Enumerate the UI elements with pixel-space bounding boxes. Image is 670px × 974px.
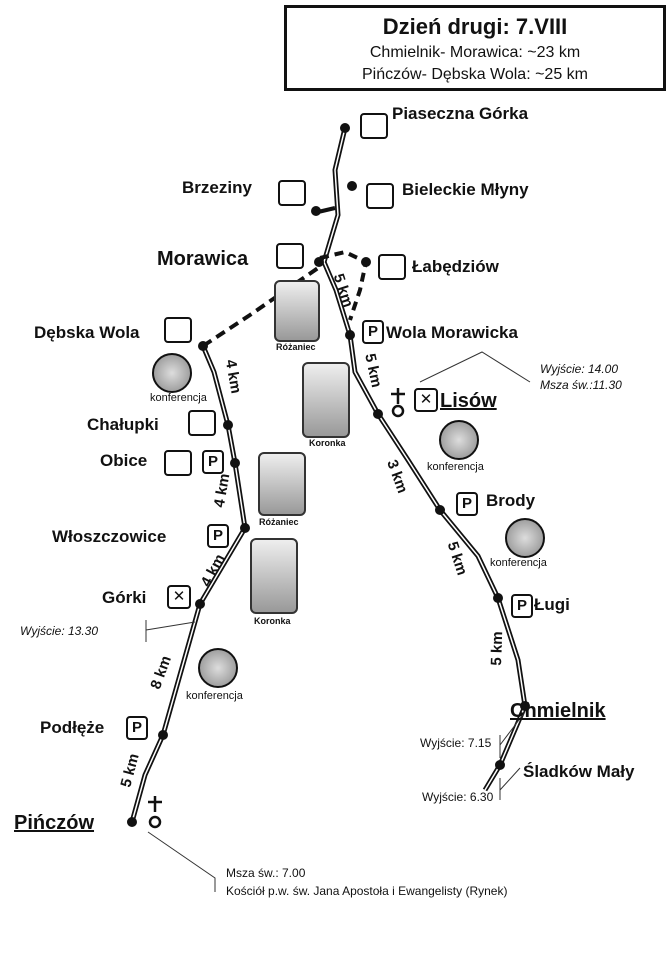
- church-icon: [148, 388, 405, 829]
- place-label: Dębska Wola: [34, 323, 140, 342]
- cutlery-icon: ✕: [414, 388, 438, 412]
- pinczow-church: Kościół p.w. św. Jana Apostoła i Ewangel…: [226, 884, 508, 898]
- hotel-icon: [164, 450, 192, 476]
- gorki-departure: Wyjście: 13.30: [20, 624, 99, 638]
- place-label: Brzeziny: [182, 178, 252, 197]
- place-label: Brody: [486, 491, 536, 510]
- place-label: Morawica: [157, 248, 249, 270]
- route-distance-1: Chmielnik- Morawica: ~23 km: [369, 44, 581, 61]
- place-label: Obice: [100, 451, 148, 470]
- megaphone-icon: [439, 420, 479, 460]
- rozaniec-caption: Różaniec: [259, 517, 299, 527]
- distance-label: 5 km: [488, 631, 507, 666]
- hotel-icon: [360, 113, 388, 139]
- hotel-icon: [366, 183, 394, 209]
- route-north: [321, 127, 348, 263]
- hotel-icon: [378, 254, 406, 280]
- parking-icon: P: [202, 450, 224, 474]
- lisow-mass: Msza św.:11.30: [540, 378, 622, 392]
- day-title: Dzień drugi: 7.VIII: [382, 14, 568, 39]
- parking-icon: P: [207, 524, 229, 548]
- konferencja-label: konferencja: [490, 557, 547, 569]
- koronka-caption: Koronka: [309, 438, 346, 448]
- rozaniec-caption: Różaniec: [276, 342, 316, 352]
- konferencja-label: konferencja: [150, 392, 207, 404]
- koronka-caption: Koronka: [254, 616, 291, 626]
- megaphone-icon: [152, 353, 192, 393]
- route-info-box: Dzień drugi: 7.VIII Chmielnik- Morawica:…: [284, 5, 666, 91]
- place-label: Łabędziów: [412, 257, 499, 276]
- megaphone-icon: [505, 518, 545, 558]
- sladkow-departure: Wyjście: 6.30: [422, 790, 494, 804]
- route-distance-2: Pińczów- Dębska Wola: ~25 km: [361, 66, 588, 83]
- parking-icon: P: [126, 716, 148, 740]
- parking-icon: P: [456, 492, 478, 516]
- place-label: Chałupki: [87, 415, 159, 434]
- place-label: Śladków Mały: [523, 762, 635, 781]
- parking-icon: P: [511, 594, 533, 618]
- konferencja-label: konferencja: [427, 461, 484, 473]
- place-label: Chmielnik: [510, 700, 606, 722]
- place-label: Pińczów: [14, 812, 95, 834]
- hotel-icon: [276, 243, 304, 269]
- chmielnik-departure: Wyjście: 7.15: [420, 736, 492, 750]
- hotel-icon: [278, 180, 306, 206]
- place-label: Górki: [102, 588, 147, 607]
- place-label: Włoszczowice: [52, 527, 167, 546]
- dashed-debska-morawica: [201, 266, 320, 348]
- megaphone-icon: [198, 648, 238, 688]
- koronka-image: [302, 362, 350, 438]
- cutlery-icon: ✕: [167, 585, 191, 609]
- koronka-image: [250, 538, 298, 614]
- place-label: Lisów: [440, 390, 497, 412]
- lisow-departure: Wyjście: 14.00: [540, 362, 619, 376]
- place-label: Piaseczna Górka: [392, 104, 529, 123]
- pinczow-mass: Msza św.: 7.00: [226, 866, 306, 880]
- place-label: Bieleckie Młyny: [402, 180, 529, 199]
- hotel-icon: [164, 317, 192, 343]
- hotel-icon: [188, 410, 216, 436]
- place-label: Ługi: [534, 595, 570, 614]
- konferencja-label: konferencja: [186, 690, 243, 702]
- rozaniec-image: [258, 452, 306, 516]
- parking-icon: P: [362, 320, 384, 344]
- place-label: Wola Morawicka: [386, 323, 518, 342]
- rozaniec-image: [274, 280, 320, 342]
- place-label: Podłęże: [40, 718, 105, 737]
